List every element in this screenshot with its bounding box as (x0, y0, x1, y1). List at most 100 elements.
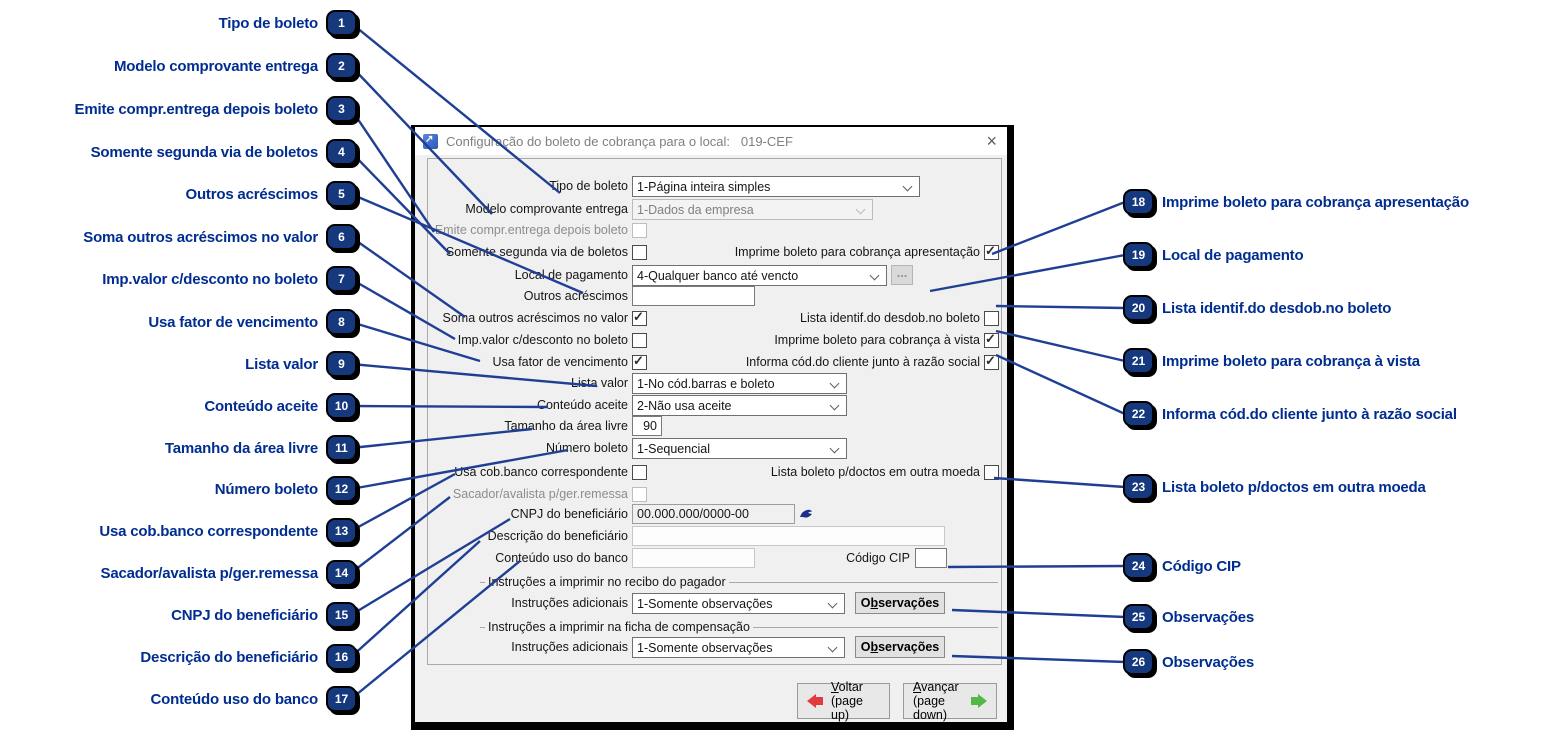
imp-valor-checkbox[interactable] (632, 333, 647, 348)
callout-3-label: Emite compr.entrega depois boleto (74, 100, 319, 118)
callout-9-badge: 9 (326, 351, 357, 377)
group-recibo-legend: Instruções a imprimir no recibo do pagad… (488, 575, 726, 589)
dialog-window: Configuração do boleto de cobrança para … (411, 125, 1014, 730)
sacador-avalista-checkbox (632, 487, 647, 502)
group-line (728, 581, 998, 583)
lista-valor-label: Lista valor (571, 376, 628, 390)
dialog-titlebar[interactable]: Configuração do boleto de cobrança para … (415, 127, 1007, 155)
callout-15-badge: 15 (326, 602, 357, 628)
conteudo-uso-label: Conteúdo uso do banco (495, 551, 628, 565)
lista-identif-label: Lista identif.do desdob.no boleto (800, 311, 980, 325)
soma-outros-label: Soma outros acréscimos no valor (442, 311, 629, 325)
row-usa-fator: Usa fator de vencimento Informa cód.do c… (415, 352, 1007, 372)
row-somente-segunda: Somente segunda via de boletos Imprime b… (415, 242, 1007, 262)
row-tamanho-area: Tamanho da área livre 90 (415, 416, 1007, 436)
somente-segunda-checkbox[interactable] (632, 245, 647, 260)
conteudo-uso-input (632, 548, 755, 568)
imprime-apresentacao-checkbox[interactable] (984, 243, 999, 260)
row-local-pagamento: Local de pagamento 4-Qualquer banco até … (415, 265, 1007, 286)
row-lista-valor: Lista valor 1-No cód.barras e boleto (415, 373, 1007, 394)
callout-16-label: Descrição do beneficiário (140, 648, 318, 666)
callout-26-badge: 26 (1123, 649, 1154, 675)
instrucoes-recibo-combobox[interactable]: 1-Somente observações (632, 593, 845, 614)
soma-outros-checkbox[interactable] (632, 309, 647, 326)
group-ficha-compensacao: Instruções a imprimir na ficha de compen… (480, 620, 998, 634)
tamanho-area-label: Tamanho da área livre (504, 419, 628, 433)
imprime-vista-checkbox[interactable] (984, 331, 999, 348)
numero-boleto-combobox[interactable]: 1-Sequencial (632, 438, 847, 459)
browse-button[interactable]: ... (891, 265, 913, 285)
sacador-avalista-label: Sacador/avalista p/ger.remessa (452, 487, 628, 501)
callout-14: Sacador/avalista p/ger.remessa 14 (101, 559, 357, 587)
voltar-button[interactable]: Voltar (page up) (797, 680, 890, 722)
outros-acrescimos-label: Outros acréscimos (523, 289, 628, 303)
conteudo-aceite-combobox[interactable]: 2-Não usa aceite (632, 395, 847, 416)
instrucoes-recibo-label: Instruções adicionais (511, 596, 628, 610)
cnpj-input[interactable]: 00.000.000/0000-00 (632, 504, 795, 524)
arrow-left-icon (807, 694, 823, 708)
callout-4: Somente segunda via de boletos 4 (91, 138, 357, 166)
outros-acrescimos-input[interactable] (632, 286, 755, 306)
row-usa-cob-banco: Usa cob.banco correspondente Lista bolet… (415, 462, 1007, 482)
callout-12-badge: 12 (326, 476, 357, 502)
callout-20-badge: 20 (1123, 295, 1154, 321)
tamanho-area-input[interactable]: 90 (632, 416, 662, 436)
informa-cod-cliente-checkbox[interactable] (984, 353, 999, 370)
lista-valor-value: 1-No cód.barras e boleto (637, 376, 775, 391)
usa-cob-banco-checkbox[interactable] (632, 465, 647, 480)
lista-identif-checkbox[interactable] (984, 311, 999, 326)
callout-12-label: Número boleto (214, 480, 318, 498)
dialog-title: Configuração do boleto de cobrança para … (446, 133, 793, 149)
local-pagamento-value: 4-Qualquer banco até vencto (637, 268, 799, 283)
chevron-down-icon (829, 400, 840, 411)
tipo-boleto-combobox[interactable]: 1-Página inteira simples (632, 176, 920, 197)
callout-4-badge: 4 (326, 139, 357, 165)
callout-23-label: Lista boleto p/doctos em outra moeda (1162, 478, 1426, 496)
callout-14-badge: 14 (326, 560, 357, 586)
usa-fator-checkbox[interactable] (632, 353, 647, 370)
codigo-cip-input[interactable] (915, 548, 947, 568)
chevron-down-icon (869, 270, 880, 281)
chevron-down-icon (902, 181, 913, 192)
lista-boleto-moeda-checkbox[interactable] (984, 465, 999, 480)
close-icon[interactable]: × (986, 131, 997, 151)
callout-25-label: Observações (1162, 608, 1255, 626)
local-pagamento-combobox[interactable]: 4-Qualquer banco até vencto (632, 265, 887, 286)
callout-19-badge: 19 (1123, 242, 1154, 268)
descricao-label: Descrição do beneficiário (487, 529, 628, 543)
instrucoes-ficha-value: 1-Somente observações (637, 640, 773, 655)
callout-18-badge: 18 (1123, 189, 1154, 215)
instrucoes-recibo-value: 1-Somente observações (637, 596, 773, 611)
arrow-right-icon (971, 694, 987, 708)
row-descricao: Descrição do beneficiário (415, 526, 1007, 546)
callout-4-label: Somente segunda via de boletos (90, 143, 319, 161)
callout-13-badge: 13 (326, 518, 357, 544)
callout-14-label: Sacador/avalista p/ger.remessa (100, 564, 319, 582)
tipo-boleto-value: 1-Página inteira simples (637, 179, 771, 194)
lista-valor-combobox[interactable]: 1-No cód.barras e boleto (632, 373, 847, 394)
conteudo-aceite-label: Conteúdo aceite (536, 398, 628, 412)
instrucoes-ficha-combobox[interactable]: 1-Somente observações (632, 637, 845, 658)
row-cnpj: CNPJ do beneficiário 00.000.000/0000-00 (415, 504, 1007, 524)
callout-17-label: Conteúdo uso do banco (150, 690, 319, 708)
lista-boleto-moeda-label: Lista boleto p/doctos em outra moeda (770, 465, 980, 479)
callout-12: Número boleto 12 (215, 475, 357, 503)
usa-cob-banco-label: Usa cob.banco correspondente (454, 465, 628, 479)
avancar-button[interactable]: Avançar (page down) (903, 680, 997, 722)
cnpj-lookup-icon[interactable] (800, 508, 813, 523)
somente-segunda-label: Somente segunda via de boletos (445, 245, 628, 259)
modelo-comprovante-label: Modelo comprovante entrega (465, 202, 628, 216)
